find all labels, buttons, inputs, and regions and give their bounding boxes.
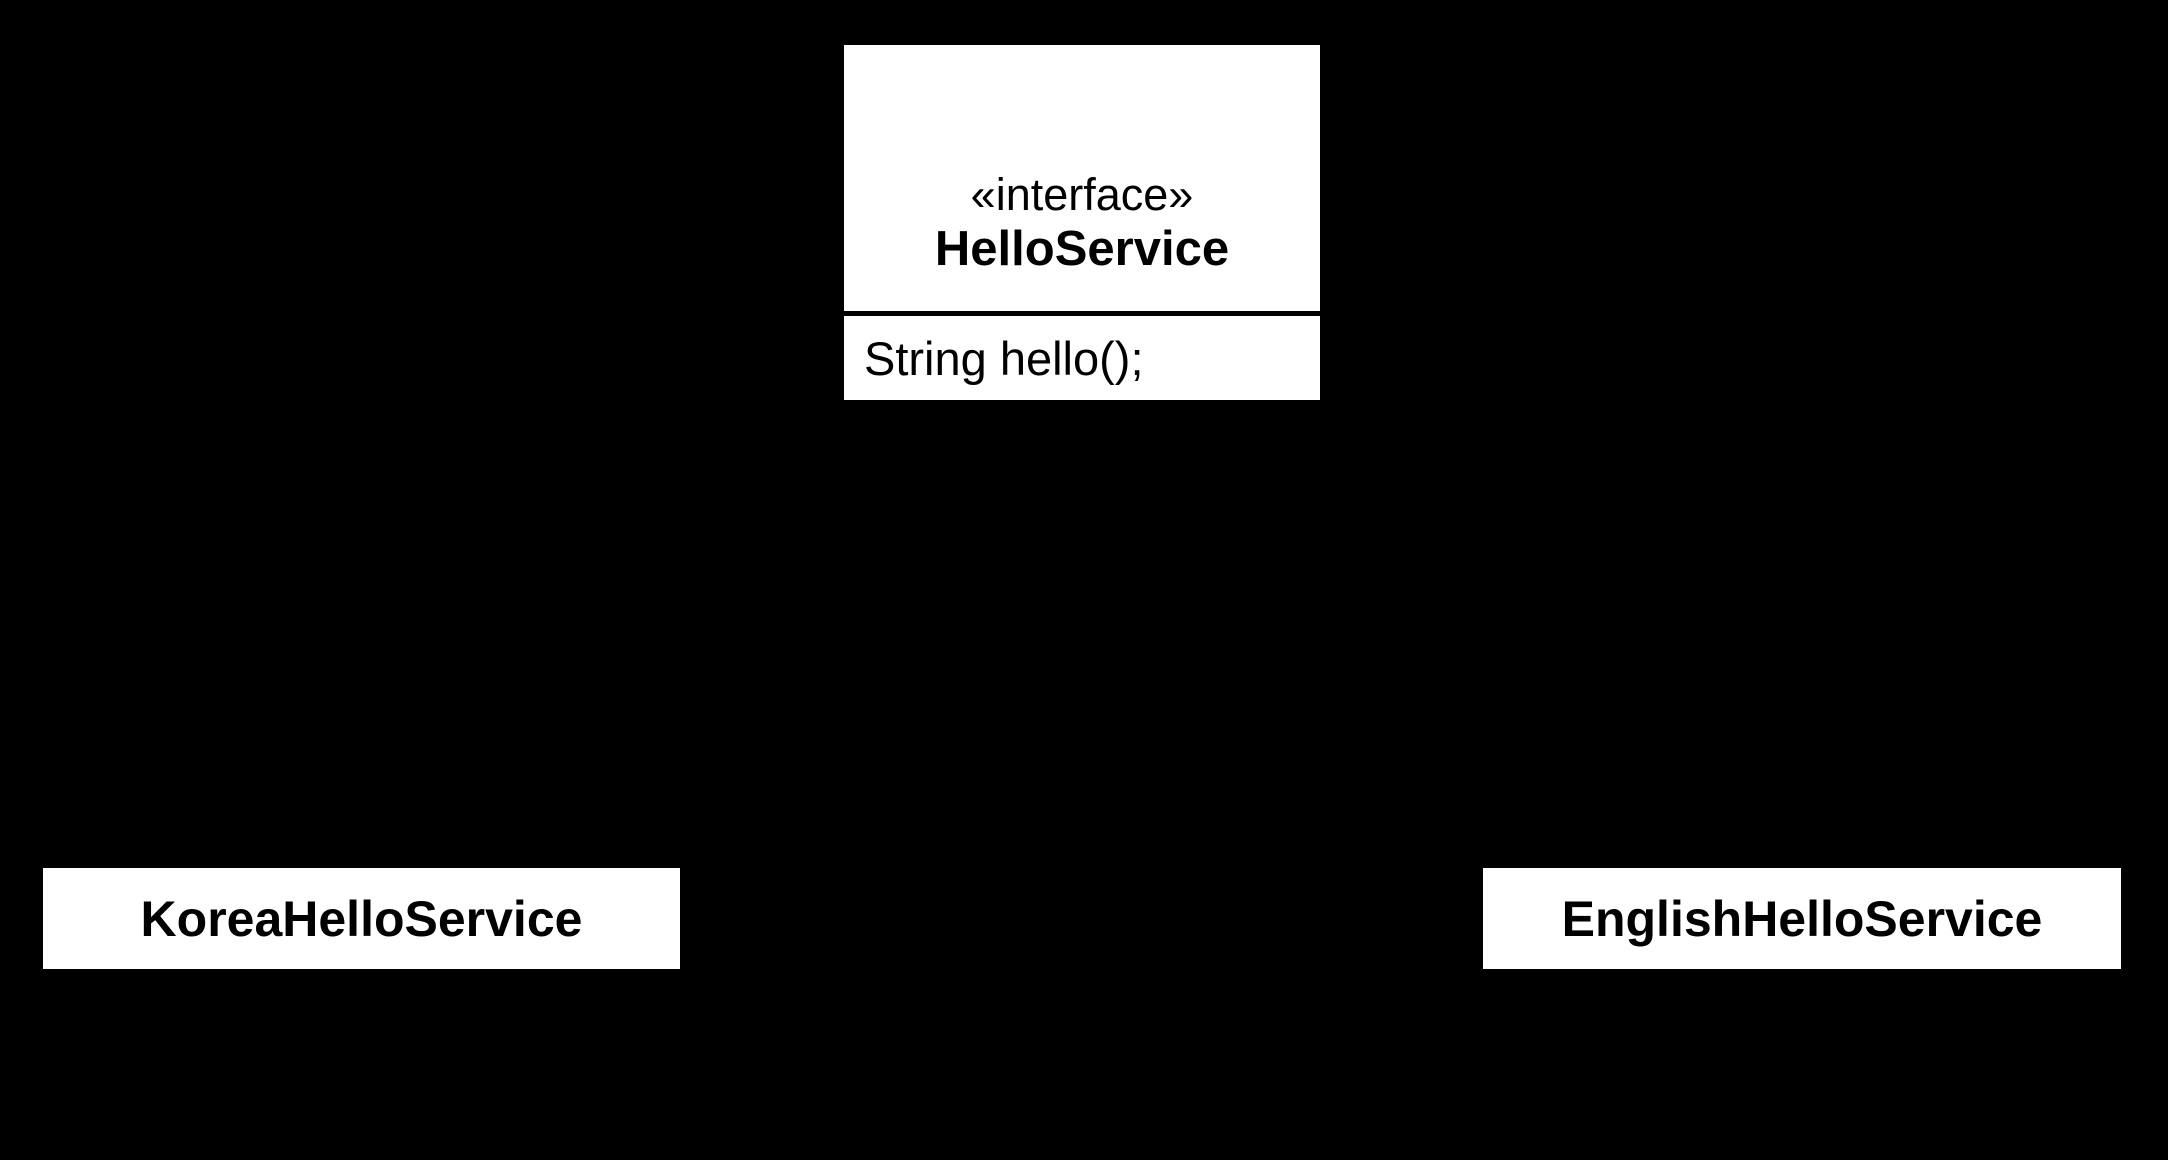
class-name-korea: KoreaHelloService <box>140 890 583 947</box>
interface-stereotype: «interface» <box>970 168 1194 220</box>
interface-box-helloservice: «interface» HelloService String hello(); <box>844 45 1320 400</box>
class-box-koreahelloservice: KoreaHelloService <box>43 868 680 969</box>
interface-method: String hello(); <box>864 331 1144 385</box>
class-box-englishhelloservice: EnglishHelloService <box>1483 868 2121 969</box>
interface-name: HelloService <box>934 221 1230 276</box>
class-name-english: EnglishHelloService <box>1561 890 2043 947</box>
interface-method-compartment: String hello(); <box>844 311 1320 400</box>
interface-title-compartment: «interface» HelloService <box>844 45 1320 311</box>
